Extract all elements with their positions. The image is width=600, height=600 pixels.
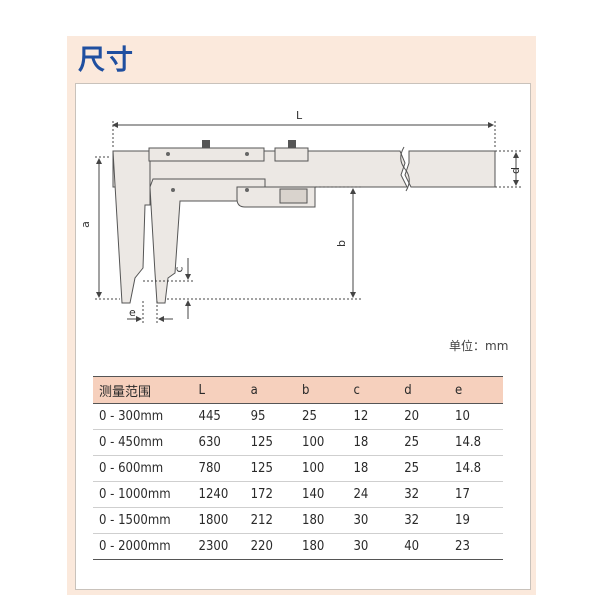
cell-range: 0 - 600mm — [93, 455, 197, 482]
cell-d: 20 — [402, 403, 454, 430]
table-row: 0 - 600mm 780 125 100 18 25 14.8 — [93, 455, 503, 482]
cell-L: 2300 — [196, 533, 249, 560]
dim-label-a: a — [78, 221, 92, 228]
table-row: 0 - 450mm 630 125 100 18 25 14.8 — [93, 429, 503, 456]
caliper-beam — [112, 147, 496, 304]
cell-b: 180 — [300, 533, 352, 560]
caliper-diagram — [95, 121, 521, 323]
table-row: 0 - 1500mm 1800 212 180 30 32 19 — [93, 507, 503, 534]
cell-a: 125 — [248, 429, 301, 456]
cell-c: 30 — [351, 533, 403, 560]
header-d: d — [402, 376, 454, 404]
cell-a: 95 — [248, 403, 301, 430]
header-range: 测量范围 — [93, 376, 197, 404]
cell-d: 40 — [402, 533, 454, 560]
dim-label-c: c — [172, 266, 186, 273]
cell-e: 17 — [453, 481, 503, 508]
cell-b: 140 — [300, 481, 352, 508]
table-row: 0 - 1000mm 1240 172 140 24 32 17 — [93, 481, 503, 508]
cell-b: 100 — [300, 455, 352, 482]
cell-range: 0 - 300mm — [93, 403, 197, 430]
section-title: 尺寸 — [78, 45, 134, 76]
table-header-row: 测量范围 L a b c d e — [93, 376, 503, 404]
cell-c: 30 — [351, 507, 403, 534]
cell-L: 445 — [196, 403, 249, 430]
cell-d: 32 — [402, 481, 454, 508]
header-a: a — [248, 376, 301, 404]
cell-e: 14.8 — [453, 455, 503, 482]
header-c: c — [351, 376, 403, 404]
header-b: b — [300, 376, 352, 404]
unit-label: 单位：mm — [449, 339, 509, 353]
cell-d: 32 — [402, 507, 454, 534]
header-L: L — [196, 376, 249, 404]
cell-e: 19 — [453, 507, 503, 534]
cell-c: 18 — [351, 429, 403, 456]
cell-d: 25 — [402, 455, 454, 482]
cell-b: 180 — [300, 507, 352, 534]
cell-c: 12 — [351, 403, 403, 430]
cell-e: 23 — [453, 533, 503, 560]
cell-range: 0 - 450mm — [93, 429, 197, 456]
cell-L: 1800 — [196, 507, 249, 534]
cell-range: 0 - 1000mm — [93, 481, 197, 508]
cell-a: 212 — [248, 507, 301, 534]
dim-label-d: d — [508, 167, 522, 174]
dim-label-L: L — [296, 109, 303, 122]
cell-range: 0 - 1500mm — [93, 507, 197, 534]
dim-label-e: e — [129, 306, 136, 319]
cell-b: 25 — [300, 403, 352, 430]
spec-table: 测量范围 L a b c d e 0 - 300mm 445 95 25 12 … — [93, 376, 503, 560]
cell-e: 10 — [453, 403, 503, 430]
knobs — [202, 140, 296, 148]
cell-c: 18 — [351, 455, 403, 482]
cell-range: 0 - 2000mm — [93, 533, 197, 560]
cell-e: 14.8 — [453, 429, 503, 456]
cell-L: 780 — [196, 455, 249, 482]
cell-L: 630 — [196, 429, 249, 456]
cell-a: 220 — [248, 533, 301, 560]
cell-c: 24 — [351, 481, 403, 508]
dim-label-b: b — [334, 240, 348, 247]
header-e: e — [453, 376, 503, 404]
cell-a: 125 — [248, 455, 301, 482]
cell-d: 25 — [402, 429, 454, 456]
cell-b: 100 — [300, 429, 352, 456]
table-row: 0 - 2000mm 2300 220 180 30 40 23 — [93, 533, 503, 560]
table-row: 0 - 300mm 445 95 25 12 20 10 — [93, 403, 503, 430]
cell-L: 1240 — [196, 481, 249, 508]
cell-a: 172 — [248, 481, 301, 508]
